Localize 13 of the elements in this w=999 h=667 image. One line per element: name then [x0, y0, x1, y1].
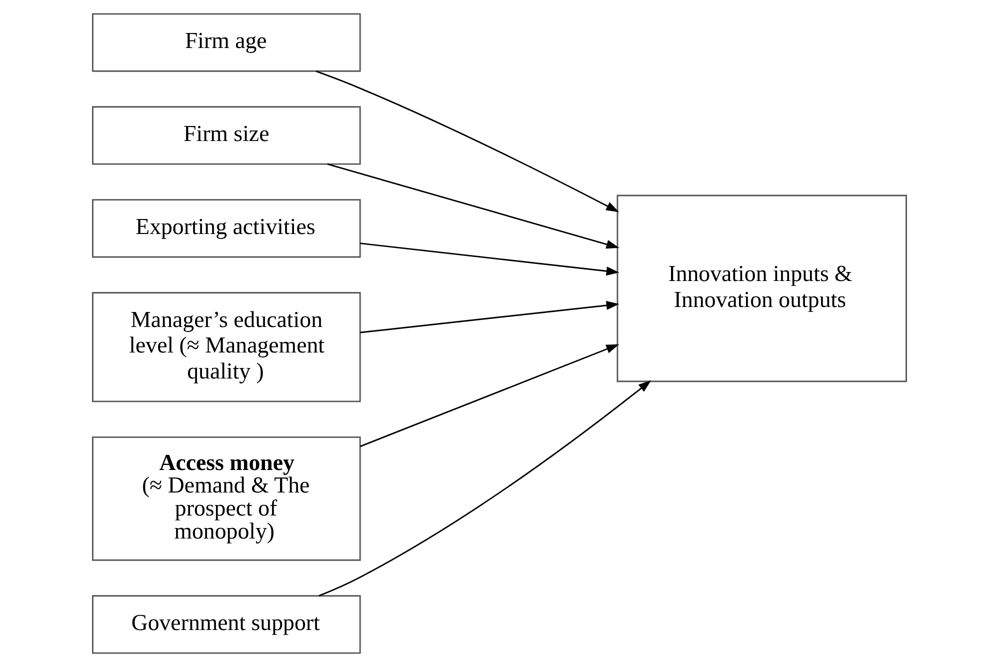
node-box: Firm size	[92, 106, 361, 165]
node-box: Government support	[92, 595, 361, 654]
node-box: Exporting activities	[92, 199, 361, 258]
node-box: Access money (≈ Demand & The prospect of monopoly)	[92, 436, 361, 561]
arrow	[360, 242, 620, 276]
node-box: Firm age	[92, 13, 361, 72]
node-box: Manager’s education level (≈ Management quality )	[92, 292, 361, 402]
node-box: Innovation inputs & Innovation outputs	[616, 194, 907, 382]
arrow	[318, 380, 652, 596]
arrow	[327, 163, 620, 249]
arrow	[360, 344, 620, 448]
arrow	[316, 70, 620, 212]
arrow	[360, 300, 620, 334]
